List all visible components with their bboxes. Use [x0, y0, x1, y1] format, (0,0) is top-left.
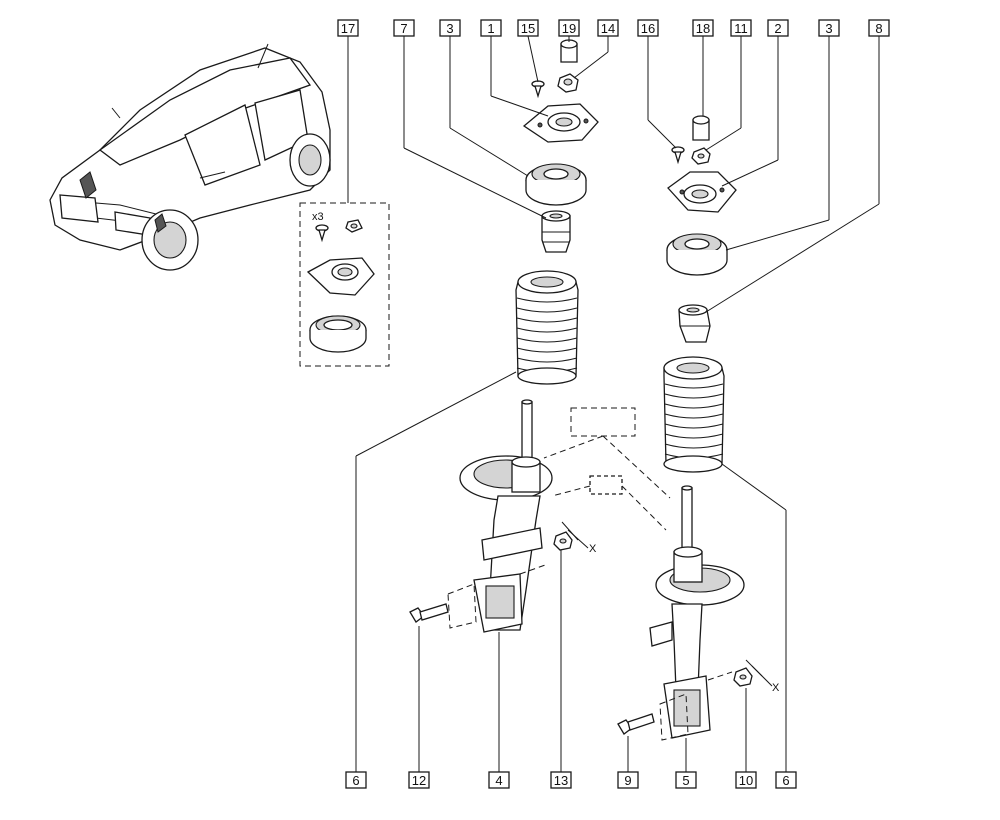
callout-15: 15 [517, 19, 539, 37]
svg-text:17: 17 [341, 21, 355, 36]
svg-text:4: 4 [495, 773, 502, 788]
svg-text:19: 19 [562, 21, 576, 36]
svg-text:15: 15 [521, 21, 535, 36]
clearance-mark-left: X [589, 543, 597, 555]
callout-6-right: 6 [775, 771, 797, 789]
svg-text:10: 10 [739, 773, 753, 788]
callout-9: 9 [617, 771, 639, 789]
svg-text:16: 16 [641, 21, 655, 36]
svg-text:14: 14 [601, 21, 615, 36]
svg-text:18: 18 [696, 21, 710, 36]
svg-text:8: 8 [875, 21, 882, 36]
callout-11: 11 [730, 19, 752, 37]
callout-14: 14 [597, 19, 619, 37]
svg-text:11: 11 [734, 21, 748, 36]
callout-7: 7 [393, 19, 415, 37]
svg-text:12: 12 [412, 773, 426, 788]
callout-1: 1 [480, 19, 502, 37]
svg-text:1: 1 [487, 21, 494, 36]
svg-text:9: 9 [624, 773, 631, 788]
callout-8: 8 [868, 19, 890, 37]
callout-3-right: 3 [818, 19, 840, 37]
svg-text:5: 5 [682, 773, 689, 788]
callout-2: 2 [767, 19, 789, 37]
callout-17: 17 [337, 19, 359, 37]
left-strut-assembly: X [409, 39, 599, 633]
callout-13: 13 [550, 771, 572, 789]
detail-indicators [543, 407, 671, 531]
leader-lines [355, 35, 880, 772]
callout-6-left: 6 [345, 771, 367, 789]
callout-4: 4 [488, 771, 510, 789]
svg-text:6: 6 [782, 773, 789, 788]
callout-5: 5 [675, 771, 697, 789]
svg-text:3: 3 [825, 21, 832, 36]
callout-12: 12 [408, 771, 430, 789]
bottom-callouts: 6 12 4 13 9 5 10 6 [345, 771, 797, 789]
callout-16: 16 [637, 19, 659, 37]
callout-3-left: 3 [439, 19, 461, 37]
top-callouts: 17 7 3 1 15 19 14 16 [337, 19, 890, 37]
svg-text:13: 13 [554, 773, 568, 788]
svg-text:2: 2 [774, 21, 781, 36]
callout-10: 10 [735, 771, 757, 789]
kit-quantity: x3 [312, 211, 324, 223]
clearance-mark-right: X [772, 682, 780, 694]
svg-text:6: 6 [352, 773, 359, 788]
callout-19: 19 [558, 19, 580, 37]
kit-17-box: x3 [299, 36, 390, 367]
callout-18: 18 [692, 19, 714, 37]
svg-text:3: 3 [446, 21, 453, 36]
vehicle-illustration [49, 43, 331, 271]
right-strut-assembly: X [617, 115, 780, 741]
svg-text:7: 7 [400, 21, 407, 36]
